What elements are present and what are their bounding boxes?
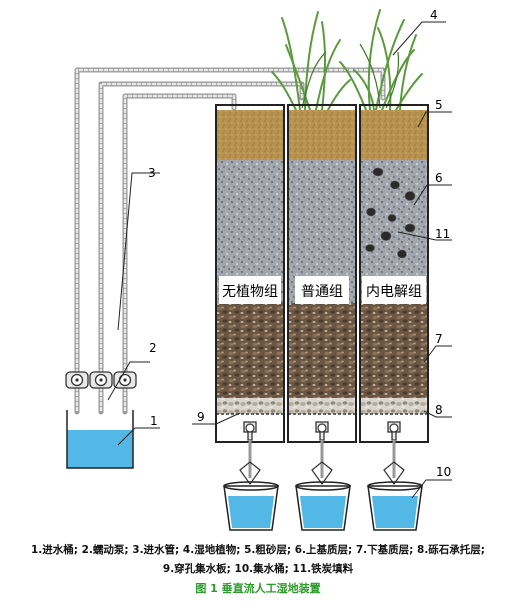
callout-4: 4: [430, 8, 438, 22]
gravel-support-layer: [288, 398, 356, 414]
column-1-label: 无植物组: [222, 284, 278, 300]
pump-2-icon: [89, 371, 113, 389]
wetland-columns: 无植物组 普通组: [215, 104, 429, 443]
collection-bucket-1: [223, 481, 279, 531]
legend-line-2: 9.穿孔集水板; 10.集水桶; 11.铁炭填料: [162, 563, 354, 575]
callout-10: 10: [436, 465, 451, 479]
inlet-tubes: [74, 67, 386, 415]
collection-bucket-3: [367, 481, 423, 531]
pump-1-icon: [65, 371, 89, 389]
column-1-label-bg: [219, 276, 281, 304]
column-3: 内电解组: [359, 104, 429, 443]
outlet-1: [239, 421, 261, 486]
outlet-3: [383, 421, 405, 486]
callout-3: 3: [148, 166, 156, 180]
callout-numbers: 4 5 6 11 7 8 9 3 2 1 10: [148, 8, 451, 479]
inlet-bucket: [66, 410, 134, 469]
callout-11: 11: [435, 227, 450, 241]
column-2-label: 普通组: [301, 284, 343, 300]
column-3-label: 内电解组: [366, 284, 422, 300]
callout-8: 8: [435, 403, 443, 417]
lower-matrix-layer: [288, 303, 356, 398]
callout-7: 7: [435, 332, 443, 346]
column-3-label-bg: [362, 276, 426, 304]
legend-line-1: 1.进水桶; 2.蠕动泵; 3.进水管; 4.湿地植物; 5.粗砂层; 6.上基…: [30, 544, 486, 556]
callout-1: 1: [150, 414, 158, 428]
column-1: 无植物组: [215, 104, 285, 443]
coarse-sand-layer: [288, 110, 356, 160]
pump-3-icon: [113, 371, 137, 389]
peristaltic-pumps: [65, 371, 137, 389]
coarse-sand-layer: [360, 110, 428, 160]
coarse-sand-layer: [216, 110, 284, 160]
column-2: 普通组: [287, 104, 357, 443]
column-2-label-bg: [295, 276, 349, 304]
callout-leaders: [107, 21, 452, 499]
iron-carbon-filler: [365, 167, 416, 259]
wetland-plants: [271, 9, 423, 111]
gravel-support-layer: [216, 398, 284, 414]
lower-matrix-layer: [216, 303, 284, 398]
callout-2: 2: [149, 341, 157, 355]
outlets: [223, 421, 423, 531]
callout-5: 5: [435, 98, 443, 112]
outlet-2: [311, 421, 333, 486]
collection-bucket-2: [295, 481, 351, 531]
callout-6: 6: [435, 171, 443, 185]
lower-matrix-layer: [360, 303, 428, 398]
figure-title: 图 1 垂直流人工湿地装置: [195, 582, 321, 595]
callout-9: 9: [197, 410, 205, 424]
gravel-support-layer: [360, 398, 428, 414]
